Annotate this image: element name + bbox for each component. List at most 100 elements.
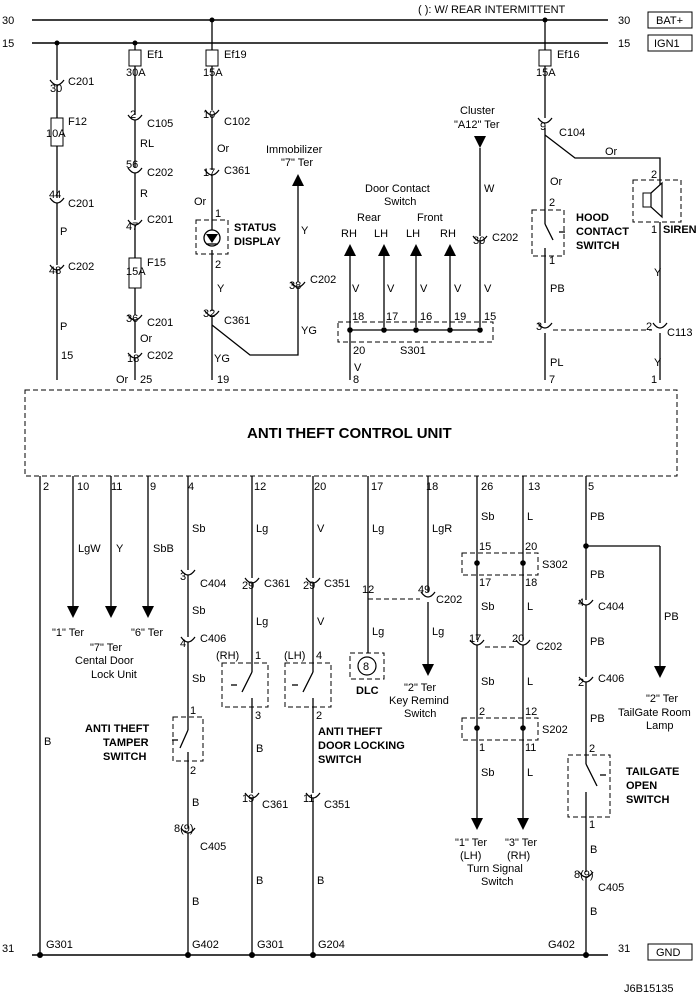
diagram-label: 29 [303,580,315,592]
diagram-label: PB [590,636,605,648]
diagram-label: 18 [127,353,139,365]
diagram-label: 30A [126,67,146,79]
diagram-label: 38 [289,280,301,292]
diagram-label: Rear [357,212,381,224]
diagram-label: "2" Ter [404,682,436,694]
diagram-label: B [317,875,324,887]
diagram-label: C105 [147,118,173,130]
diagram-label: S202 [542,724,568,736]
circuit-dlc: Lg 12 Lg 8 DLC [349,476,420,697]
diagram-label: 18 [352,311,364,323]
diagram-label: Sb [192,673,205,685]
diagram-label: 10 [203,109,215,121]
diagram-label: 25 [140,374,152,386]
diagram-label: 1 [255,650,261,662]
diagram-label: "6" Ter [131,627,163,639]
diagram-label: ANTI THEFT [85,723,149,735]
diagram-label: 8(9) [174,823,194,835]
diagram-label: 18 [426,481,438,493]
diagram-label: Or [194,196,207,208]
circuit-key-remind: LgR 49 C202 Lg "2" Ter Key Remind Switch [389,476,462,720]
diagram-label: C202 [492,232,518,244]
diagram-label: 26 [481,481,493,493]
ign-rail-number-right: 15 [618,38,630,50]
diagram-label: L [527,676,533,688]
diagram-label: F12 [68,116,87,128]
diagram-label: "7" Ter [90,642,122,654]
diagram-label: 7 [549,374,555,386]
diagram-label: P [60,321,67,333]
diagram-label: B [590,844,597,856]
diagram-label: SWITCH [626,794,669,806]
diagram-label: 44 [49,189,61,201]
diagram-label: YG [301,325,317,337]
diagram-label: 2 [215,259,221,271]
diagram-label: Ef19 [224,49,247,61]
diagram-label: Sb [481,676,494,688]
diagram-label: F15 [147,257,166,269]
diagram-label: Sb [192,523,205,535]
rail-junctions [54,17,548,46]
diagram-label: LgR [432,523,452,535]
diagram-label: LH [374,228,388,240]
diagram-label: (LH) [284,650,305,662]
diagram-label: G301 [257,939,284,951]
diagram-label: C202 [147,350,173,362]
diagram-label: V [454,283,462,295]
diagram-label: 12 [525,706,537,718]
diagram-label: Sb [481,767,494,779]
diagram-label: Or [217,143,230,155]
diagram-label: Key Remind [389,695,449,707]
diagram-label: 20 [314,481,326,493]
diagram-label: B [44,736,51,748]
diagram-label: 2 [190,765,196,777]
bat-rail-number-right: 30 [618,15,630,27]
diagram-label: 4 [188,481,194,493]
diagram-label: 20 [512,633,524,645]
diagram-label: C202 [310,274,336,286]
diagram-label: Front [417,212,443,224]
diagram-label: 11 [111,481,122,493]
diagram-label: 4 [316,650,322,662]
diagram-label: L [527,601,533,613]
diagram-label: B [256,743,263,755]
diagram-label: C202 [436,594,462,606]
diagram-label: C201 [147,317,173,329]
diagram-label: "7" Ter [281,157,313,169]
diagram-label: 11 [303,793,314,805]
diagram-label: 8 [363,661,369,673]
diagram-label: G301 [46,939,73,951]
diagram-label: C104 [559,127,585,139]
diagram-label: 15 [484,311,496,323]
diagram-label: 10A [46,128,66,140]
circuit-tamper: Sb 3 C404 Sb 4 C406 Sb 1 2 ANTI THEFT TA… [85,476,226,955]
diagram-label: 30 [50,83,62,95]
diagram-label: 3 [255,710,261,722]
diagram-label: 47 [126,221,138,233]
diagram-label: SbB [153,543,174,555]
diagram-label: Sb [481,511,494,523]
diagram-label: PB [664,611,679,623]
diagram-label: G402 [192,939,219,951]
diagram-label: Cental Door [75,655,134,667]
diagram-label: Ef1 [147,49,164,61]
diagram-label: C404 [200,578,226,590]
diagram-label: LgW [78,543,101,555]
diagram-label: Lock Unit [91,669,137,681]
diagram-label: 17 [469,633,481,645]
circuit-lh-lock: V 29 C351 V (LH) 4 2 ANTI THEFT DOOR LOC… [284,476,405,955]
diagram-label: TAMPER [103,737,149,749]
diagram-label: B [590,906,597,918]
ign-rail-number: 15 [2,38,14,50]
diagram-label: 1 [589,819,595,831]
figure-id: J6B15135 [624,983,674,995]
circuit-cdl: LgW Y SbB "1" Ter "7" Ter "6" Ter Cental… [52,476,174,681]
diagram-label: C406 [598,673,624,685]
circuit-pin25: Ef1 30A 2 C105 RL 56 C202 R 47 C201 F15 … [116,43,173,386]
gnd-number-right: 31 [618,943,630,955]
diagram-label: V [352,283,360,295]
diagram-label: SWITCH [576,240,619,252]
diagram-label: 2 [479,706,485,718]
diagram-label: 10 [77,481,89,493]
diagram-label: "2" Ter [646,693,678,705]
